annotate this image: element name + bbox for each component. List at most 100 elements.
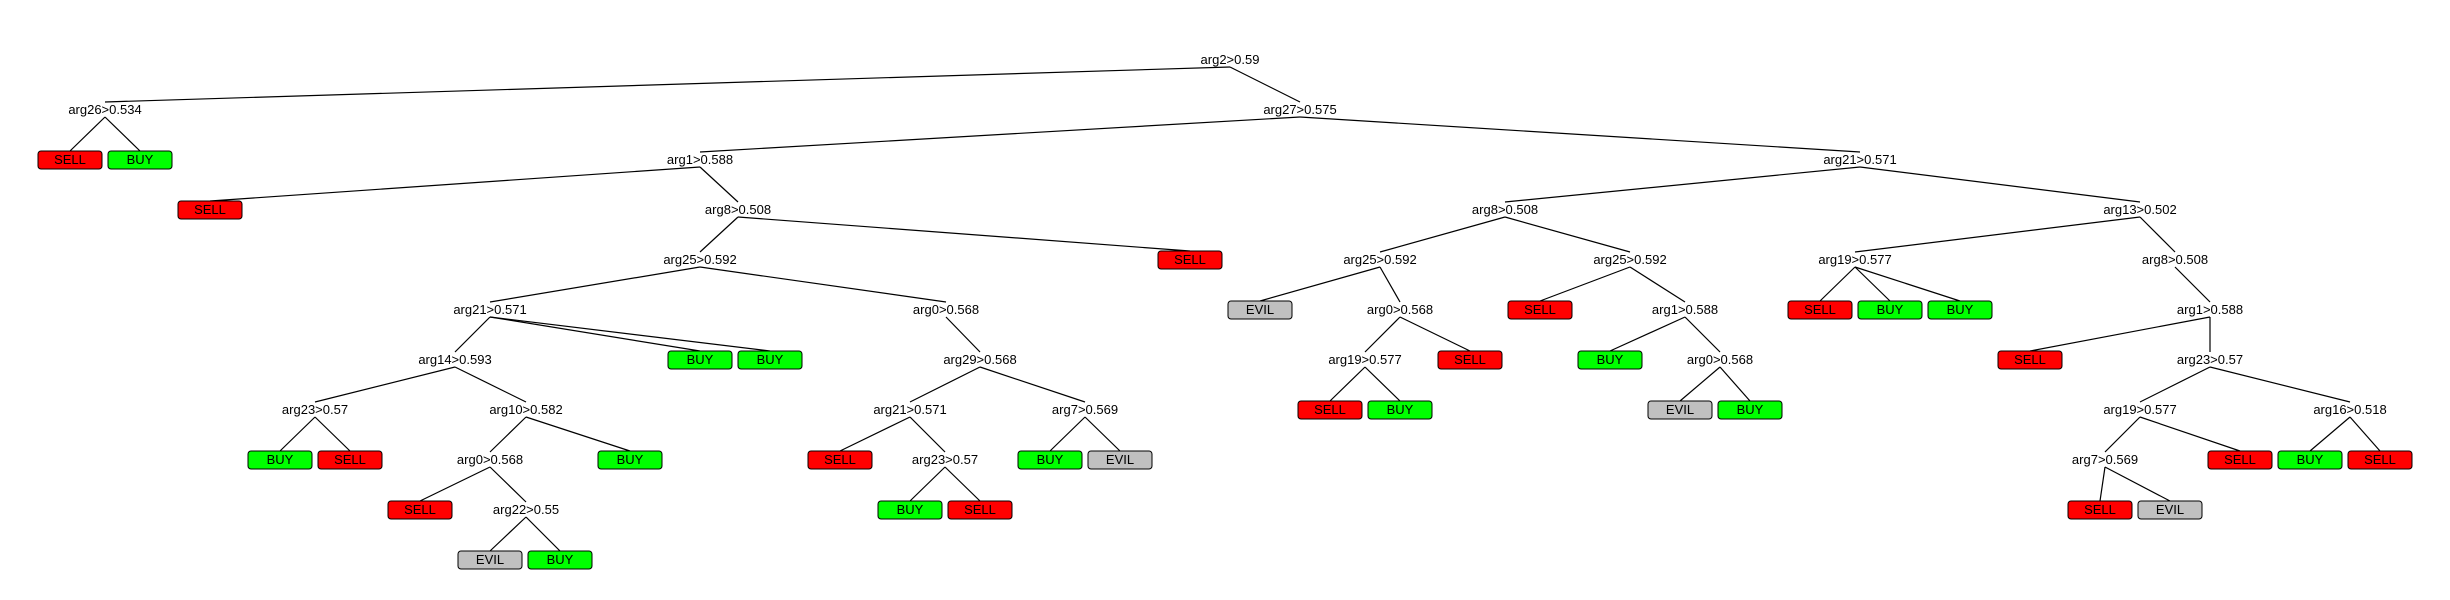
- split-condition: arg2>0.59: [1201, 52, 1260, 67]
- leaf-sell: SELL: [1437, 350, 1503, 370]
- leaf-buy: BUY: [1367, 400, 1433, 420]
- tree-edge: [1049, 416, 1086, 452]
- split-condition: arg0>0.568: [1687, 352, 1753, 367]
- leaf-label: SELL: [2364, 452, 2396, 467]
- leaf-box: [1717, 400, 1783, 420]
- tree-edge: [1399, 316, 1471, 352]
- leaf-box: [877, 500, 943, 520]
- leaf-label: SELL: [964, 502, 996, 517]
- tree-edge: [1854, 266, 1891, 302]
- tree-edge: [1229, 66, 1301, 103]
- tree-edge: [1719, 366, 1751, 402]
- leaf-box: [527, 550, 593, 570]
- leaf-buy: BUY: [597, 450, 663, 470]
- tree-edge: [699, 166, 739, 203]
- leaf-box: [37, 150, 103, 170]
- leaf-label: BUY: [547, 552, 574, 567]
- leaf-buy: BUY: [1927, 300, 1993, 320]
- split-condition: arg25>0.592: [1343, 252, 1416, 267]
- split-condition: arg23>0.57: [282, 402, 348, 417]
- leaf-sell: SELL: [177, 200, 243, 220]
- leaf-box: [1997, 350, 2063, 370]
- tree-edge: [525, 416, 631, 452]
- leaf-sell: SELL: [387, 500, 453, 520]
- split-condition: arg19>0.577: [1818, 252, 1891, 267]
- leaf-buy: BUY: [1717, 400, 1783, 420]
- tree-edge: [2099, 466, 2106, 502]
- leaf-label: SELL: [2084, 502, 2116, 517]
- split-condition: arg29>0.568: [943, 352, 1016, 367]
- tree-edge: [979, 366, 1086, 403]
- tree-edge: [2174, 266, 2211, 303]
- tree-edge: [489, 316, 701, 352]
- leaf-buy: BUY: [667, 350, 733, 370]
- tree-edge: [489, 516, 527, 552]
- leaf-label: EVIL: [1106, 452, 1134, 467]
- leaf-buy: BUY: [527, 550, 593, 570]
- leaf-label: EVIL: [1666, 402, 1694, 417]
- leaf-label: BUY: [267, 452, 294, 467]
- split-condition: arg25>0.592: [663, 252, 736, 267]
- tree-edge: [209, 166, 701, 202]
- tree-edge: [2309, 416, 2351, 452]
- leaf-box: [667, 350, 733, 370]
- leaf-box: [317, 450, 383, 470]
- leaf-box: [1087, 450, 1153, 470]
- leaf-buy: BUY: [737, 350, 803, 370]
- split-condition: arg21>0.571: [873, 402, 946, 417]
- leaf-box: [1787, 300, 1853, 320]
- tree-edge: [104, 116, 141, 152]
- leaf-sell: SELL: [317, 450, 383, 470]
- tree-edge: [454, 366, 527, 403]
- leaf-sell: SELL: [2347, 450, 2413, 470]
- tree-edge: [2349, 416, 2381, 452]
- leaf-box: [597, 450, 663, 470]
- tree-edge: [1329, 366, 1366, 402]
- leaf-label: BUY: [1947, 302, 1974, 317]
- leaf-box: [2347, 450, 2413, 470]
- tree-edge: [1084, 416, 1121, 452]
- leaf-label: BUY: [1597, 352, 1624, 367]
- tree-edge: [454, 316, 491, 353]
- tree-edge: [909, 366, 981, 403]
- leaf-box: [387, 500, 453, 520]
- tree-edge: [699, 216, 739, 253]
- leaf-box: [457, 550, 523, 570]
- tree-edge: [314, 416, 351, 452]
- split-condition: arg23>0.57: [912, 452, 978, 467]
- leaf-box: [2137, 500, 2203, 520]
- leaf-buy: BUY: [1577, 350, 1643, 370]
- leaf-label: SELL: [1454, 352, 1486, 367]
- leaf-sell: SELL: [1157, 250, 1223, 270]
- split-condition: arg10>0.582: [489, 402, 562, 417]
- leaf-label: SELL: [404, 502, 436, 517]
- tree-edge: [489, 316, 771, 352]
- tree-edge: [1679, 366, 1721, 402]
- tree-edge: [1854, 266, 1961, 302]
- leaf-box: [2207, 450, 2273, 470]
- leaf-label: SELL: [1174, 252, 1206, 267]
- leaf-box: [177, 200, 243, 220]
- leaf-label: BUY: [897, 502, 924, 517]
- split-condition: arg7>0.569: [2072, 452, 2138, 467]
- leaf-box: [1857, 300, 1923, 320]
- tree-edge: [1299, 116, 1861, 153]
- tree-edge: [489, 266, 701, 303]
- leaf-label: SELL: [1524, 302, 1556, 317]
- tree-edge: [1364, 316, 1401, 353]
- split-condition: arg19>0.577: [1328, 352, 1401, 367]
- tree-edge: [419, 466, 491, 502]
- split-condition: arg8>0.508: [705, 202, 771, 217]
- tree-edge: [1629, 266, 1686, 303]
- split-condition: arg23>0.57: [2177, 352, 2243, 367]
- tree-edge: [1379, 266, 1401, 303]
- leaf-label: SELL: [1804, 302, 1836, 317]
- tree-edge: [489, 466, 527, 503]
- leaf-box: [1437, 350, 1503, 370]
- leaf-sell: SELL: [947, 500, 1013, 520]
- leaf-box: [1367, 400, 1433, 420]
- leaf-label: BUY: [1037, 452, 1064, 467]
- split-condition: arg0>0.568: [1367, 302, 1433, 317]
- leaf-sell: SELL: [2207, 450, 2273, 470]
- tree-edge: [525, 516, 561, 552]
